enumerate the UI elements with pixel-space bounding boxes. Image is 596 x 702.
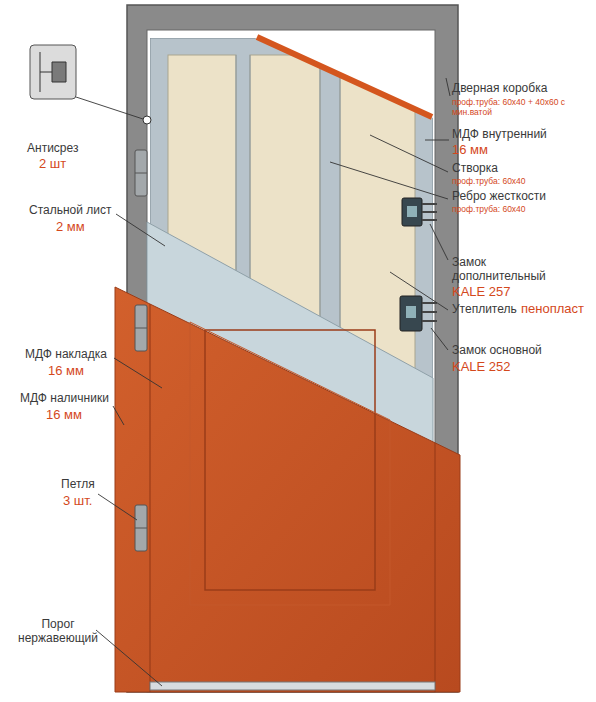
part-name: Порог нержавеющий [15,618,101,646]
part-name: МДФ накладка [25,348,107,362]
part-name: Ребро жесткости [452,190,546,204]
hinges [135,150,147,551]
part-name: Утеплитель [452,303,517,317]
dimension: 16 мм [452,143,488,158]
part-name: Антисрез [27,142,78,156]
part-name: Петля [61,478,95,492]
part-name: Замок основной [452,344,542,358]
spec-note: проф.труба: 60х40 [452,205,526,215]
part-name: Дверная коробка [452,82,547,96]
material: пенопласт [521,302,584,317]
lock-main [400,296,437,331]
mdf-inner-edge [257,37,432,117]
anti-cut-detail [30,45,151,124]
spec-note: проф.труба: 60х40 [452,177,526,187]
quantity: 3 шт. [63,494,92,509]
part-name: Стальной лист [29,204,112,218]
lock-additional [402,198,437,226]
threshold [150,682,435,690]
quantity: 2 шт [39,157,66,172]
dimension: 2 мм [56,220,85,235]
dimension: 16 мм [48,364,84,379]
part-name: МДФ внутренний [452,128,547,142]
part-name: Створка [452,162,498,176]
leader-lines [76,78,450,686]
part-name: МДФ наличники [20,392,109,406]
model: KALE 252 [452,360,511,375]
model: KALE 257 [452,285,511,300]
spec-note: проф.труба: 60х40 + 40х60 с мин.ватой [452,98,577,118]
part-name: Замок дополнительный [452,256,562,284]
mdf-overlay [115,287,460,692]
dimension: 16 мм [46,408,82,423]
